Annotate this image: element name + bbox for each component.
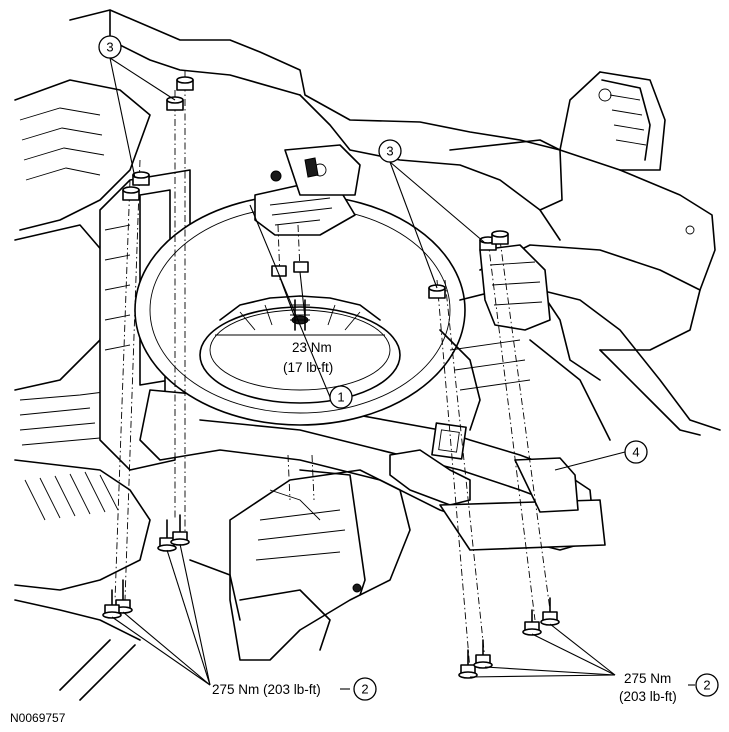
bolt-lower-left-d bbox=[170, 514, 190, 546]
torque-spare-lbft: (17 lb-ft) bbox=[283, 360, 333, 375]
svg-text:3: 3 bbox=[106, 40, 113, 55]
torque-right-bolts-nm: 275 Nm bbox=[624, 671, 671, 686]
torque-left-bolts: 275 Nm (203 lb-ft) bbox=[212, 682, 321, 697]
callout-2-left: 2 bbox=[353, 677, 377, 701]
torque-spare-nm: 23 Nm bbox=[292, 340, 332, 355]
spare-tire bbox=[134, 194, 466, 426]
svg-text:2: 2 bbox=[361, 682, 368, 697]
right-side-structure bbox=[439, 244, 721, 441]
leader-lines bbox=[109, 57, 695, 690]
bolt-lower-right-b bbox=[473, 639, 493, 669]
bolt-lower-right-c bbox=[522, 609, 542, 636]
svg-text:2: 2 bbox=[703, 678, 710, 693]
callout-1: 1 bbox=[329, 385, 353, 409]
rear-frame-upper bbox=[69, 9, 716, 351]
callout-4: 4 bbox=[624, 440, 648, 464]
figure-id: N0069757 bbox=[10, 711, 66, 725]
callout-2-right: 2 bbox=[695, 673, 719, 697]
svg-text:4: 4 bbox=[632, 445, 639, 460]
callout-3-right: 3 bbox=[378, 139, 402, 163]
callout-3-left: 3 bbox=[98, 35, 122, 59]
torque-right-bolts-lbft: (203 lb-ft) bbox=[619, 689, 677, 704]
bolt-axes bbox=[114, 70, 551, 671]
bolt-lower-left-b bbox=[102, 589, 122, 619]
crossmember-hitch bbox=[139, 389, 606, 551]
spare-tire-carrier bbox=[254, 144, 361, 236]
bolt-lower-right-d bbox=[540, 597, 560, 626]
svg-text:1: 1 bbox=[337, 390, 344, 405]
svg-text:3: 3 bbox=[386, 144, 393, 159]
lower-center-components bbox=[189, 469, 411, 661]
